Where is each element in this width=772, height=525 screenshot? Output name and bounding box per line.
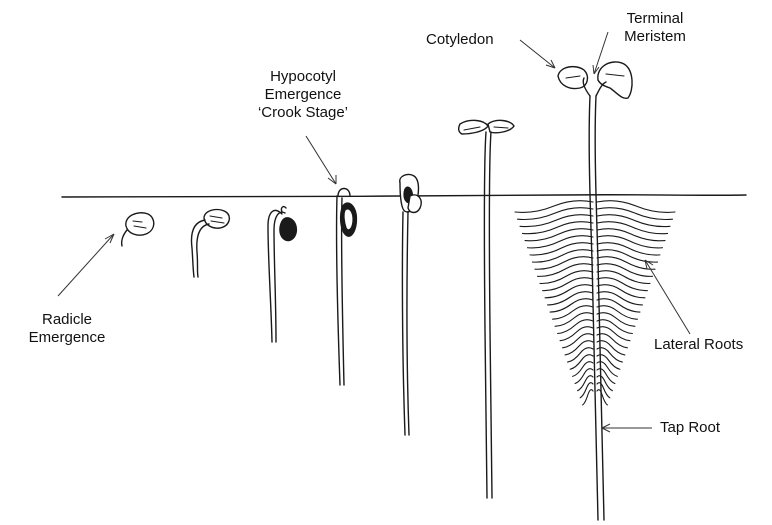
lateral-root-30 — [552, 305, 594, 320]
lateral-root-8 — [524, 228, 594, 242]
seedling-stage-5 — [399, 173, 422, 436]
lateral-root-25 — [596, 284, 646, 299]
lateral-root-9 — [596, 228, 666, 242]
label-meristem-line-2: Meristem — [624, 28, 686, 45]
lateral-root-26 — [547, 291, 594, 306]
label-hypocotyl-line-1: Hypocotyl — [270, 68, 336, 85]
label-meristem-line-1: Terminal — [626, 10, 684, 27]
lateral-root-47 — [596, 361, 618, 377]
label-terminal-meristem: Terminal Meristem — [600, 10, 710, 46]
lateral-root-38 — [562, 333, 594, 349]
lateral-root-45 — [596, 354, 621, 370]
lateral-root-54 — [582, 389, 594, 406]
lateral-root-13 — [596, 242, 661, 256]
label-hypocotyl-line-2: Emergence — [264, 86, 342, 103]
lateral-root-34 — [557, 319, 594, 335]
pointer-lines — [57, 31, 691, 433]
lateral-root-50 — [577, 375, 594, 392]
lateral-root-10 — [526, 235, 594, 249]
terminal-meristem-pointer — [593, 31, 609, 75]
lateral-roots-pointer — [644, 259, 691, 335]
label-radicle-line-1: Radicle — [41, 311, 93, 328]
lateral-root-53 — [596, 382, 611, 399]
lateral-root-29 — [596, 298, 641, 313]
lateral-root-46 — [572, 361, 594, 377]
lateral-root-12 — [529, 242, 594, 256]
lateral-root-0 — [514, 200, 594, 213]
label-radicle-emergence: Radicle Emergence — [12, 311, 122, 347]
lateral-root-36 — [559, 326, 594, 342]
label-cotyledon: Cotyledon — [426, 31, 494, 48]
lateral-root-5 — [596, 214, 671, 228]
lateral-root-2 — [516, 207, 594, 221]
lateral-root-11 — [596, 235, 664, 249]
lateral-root-27 — [596, 291, 643, 306]
lateral-root-31 — [596, 305, 638, 320]
seedling-stage-4 — [335, 187, 358, 386]
lateral-root-35 — [596, 319, 633, 335]
lateral-roots-drawing — [514, 200, 676, 406]
label-hypocotyl-emergence: Hypocotyl Emergence ‘Crook Stage’ — [238, 68, 368, 122]
lateral-root-24 — [544, 284, 594, 299]
lateral-root-1 — [596, 200, 676, 213]
lateral-root-42 — [567, 347, 594, 363]
lateral-root-20 — [539, 270, 594, 285]
lateral-root-37 — [596, 326, 631, 342]
lateral-root-51 — [596, 375, 613, 392]
lateral-root-7 — [596, 221, 669, 235]
lateral-root-28 — [549, 298, 594, 313]
lateral-root-16 — [534, 256, 594, 270]
cotyledon-pointer — [519, 39, 556, 69]
label-hypocotyl-line-3: ‘Crook Stage’ — [257, 104, 349, 121]
radicle-pointer — [57, 233, 115, 297]
label-tap-root: Tap Root — [660, 419, 721, 436]
lateral-root-22 — [542, 277, 594, 292]
lateral-root-49 — [596, 368, 616, 385]
seedling-stage-6 — [457, 119, 515, 499]
seedling-stage-7 — [514, 61, 676, 521]
label-lateral-roots: Lateral Roots — [654, 336, 744, 353]
lateral-root-18 — [536, 263, 594, 277]
lateral-root-23 — [596, 277, 648, 292]
lateral-root-3 — [596, 207, 674, 221]
lateral-root-32 — [554, 312, 594, 327]
lateral-root-19 — [596, 263, 654, 277]
lateral-root-41 — [596, 340, 626, 356]
lateral-root-40 — [564, 340, 594, 356]
seedling-stage-3 — [267, 205, 298, 343]
lateral-root-6 — [521, 221, 594, 235]
lateral-root-48 — [574, 368, 594, 385]
lateral-root-43 — [596, 347, 623, 363]
lateral-root-52 — [579, 382, 594, 399]
lateral-root-21 — [596, 270, 651, 285]
lateral-root-14 — [531, 249, 594, 263]
lateral-root-39 — [596, 333, 628, 349]
lateral-root-15 — [596, 249, 659, 263]
seedling-stage-2 — [190, 208, 231, 278]
lateral-root-4 — [519, 214, 594, 228]
lateral-root-55 — [596, 389, 608, 406]
lateral-root-33 — [596, 312, 636, 327]
hypocotyl-pointer — [305, 135, 337, 185]
label-radicle-line-2: Emergence — [28, 329, 106, 346]
seedling-stage-1 — [120, 212, 155, 247]
lateral-root-44 — [569, 354, 594, 370]
